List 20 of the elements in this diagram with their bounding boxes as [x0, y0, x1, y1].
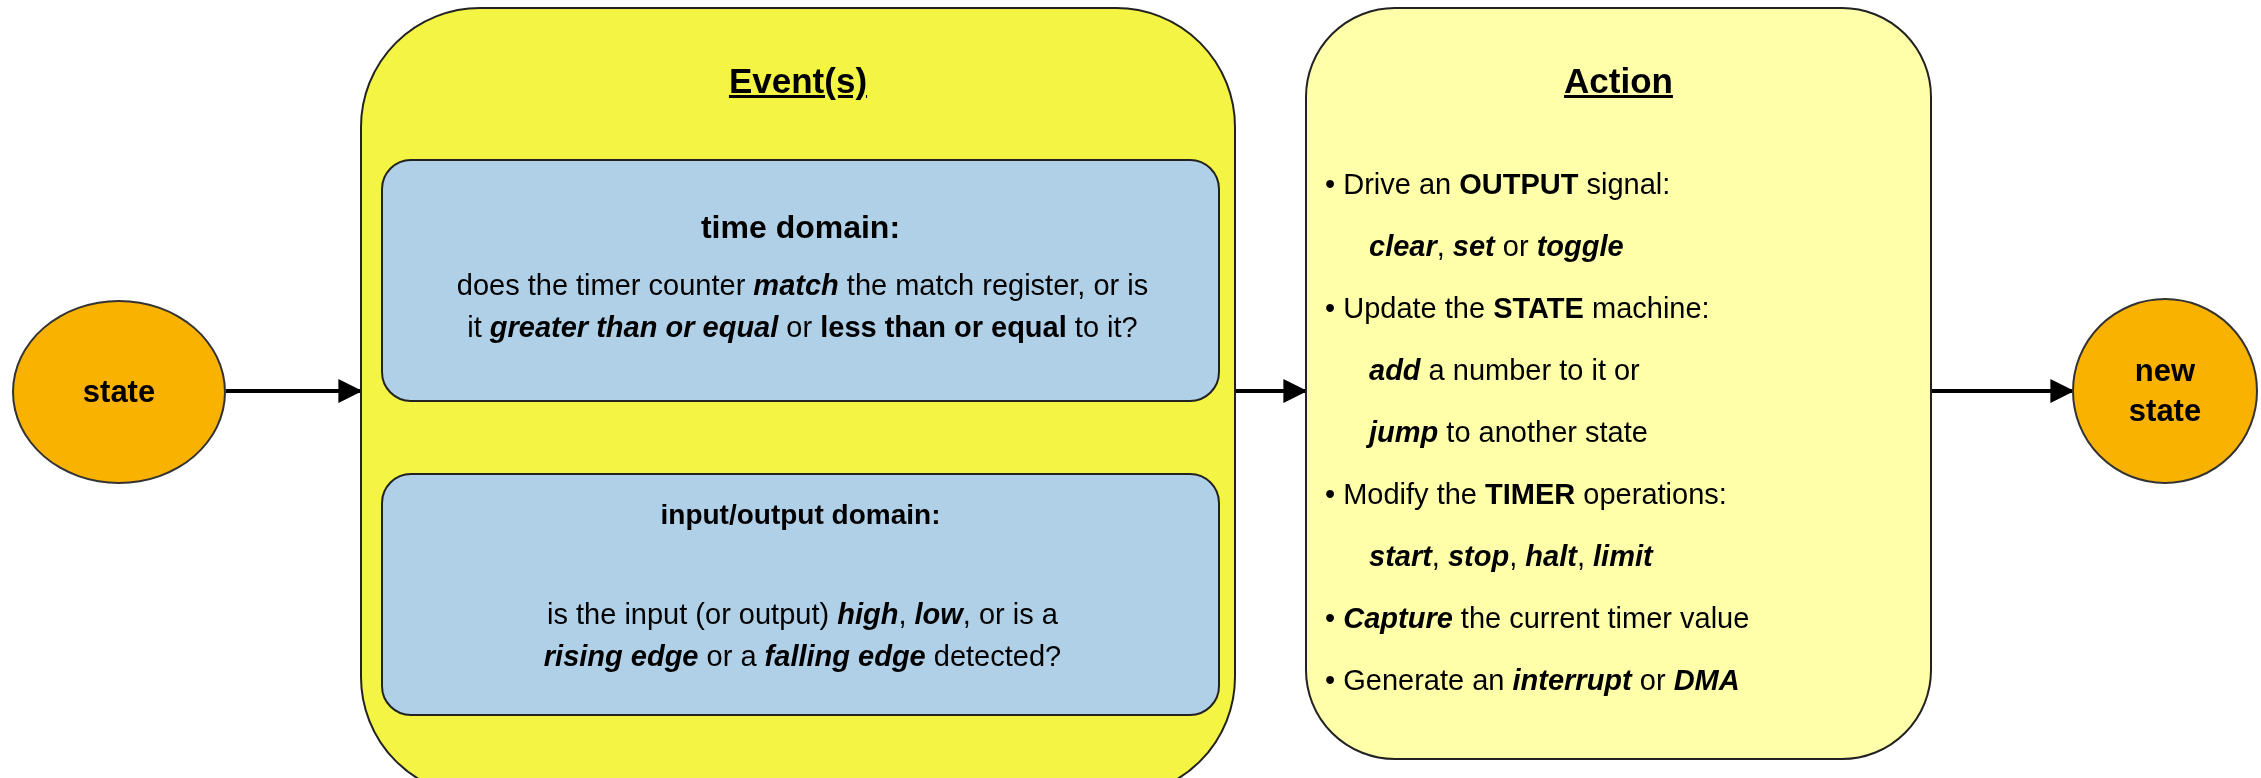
condition-text: is the input (or output) high, low, or is a rising edge or a falling edge detected? — [542, 597, 1063, 674]
action-item: clear, set or toggle — [1369, 229, 1624, 264]
panel-title: Action — [1564, 61, 1673, 101]
state-label: new state — [2127, 352, 2203, 430]
action-item: add a number to it or — [1369, 353, 1640, 388]
condition-heading: time domain: — [700, 209, 901, 246]
condition-box — [381, 473, 1220, 716]
action-item: • Modify the TIMER operations: — [1325, 477, 1727, 512]
action-item: • Update the STATE machine: — [1325, 291, 1710, 326]
event-panel — [360, 7, 1236, 778]
panel-title: Event(s) — [728, 61, 868, 101]
condition-box — [381, 159, 1220, 402]
action-item: start, stop, halt, limit — [1369, 539, 1653, 574]
condition-heading: input/output domain: — [660, 499, 941, 531]
state-label: state — [82, 373, 156, 411]
action-item: • Generate an interrupt or DMA — [1325, 663, 1740, 698]
action-item: • Capture the current timer value — [1325, 601, 1750, 636]
condition-text: does the timer counter match the match register, or is it greater than or equal or less than or equal to it? — [455, 268, 1150, 345]
action-item: • Drive an OUTPUT signal: — [1325, 167, 1671, 202]
action-panel — [1305, 7, 1932, 760]
